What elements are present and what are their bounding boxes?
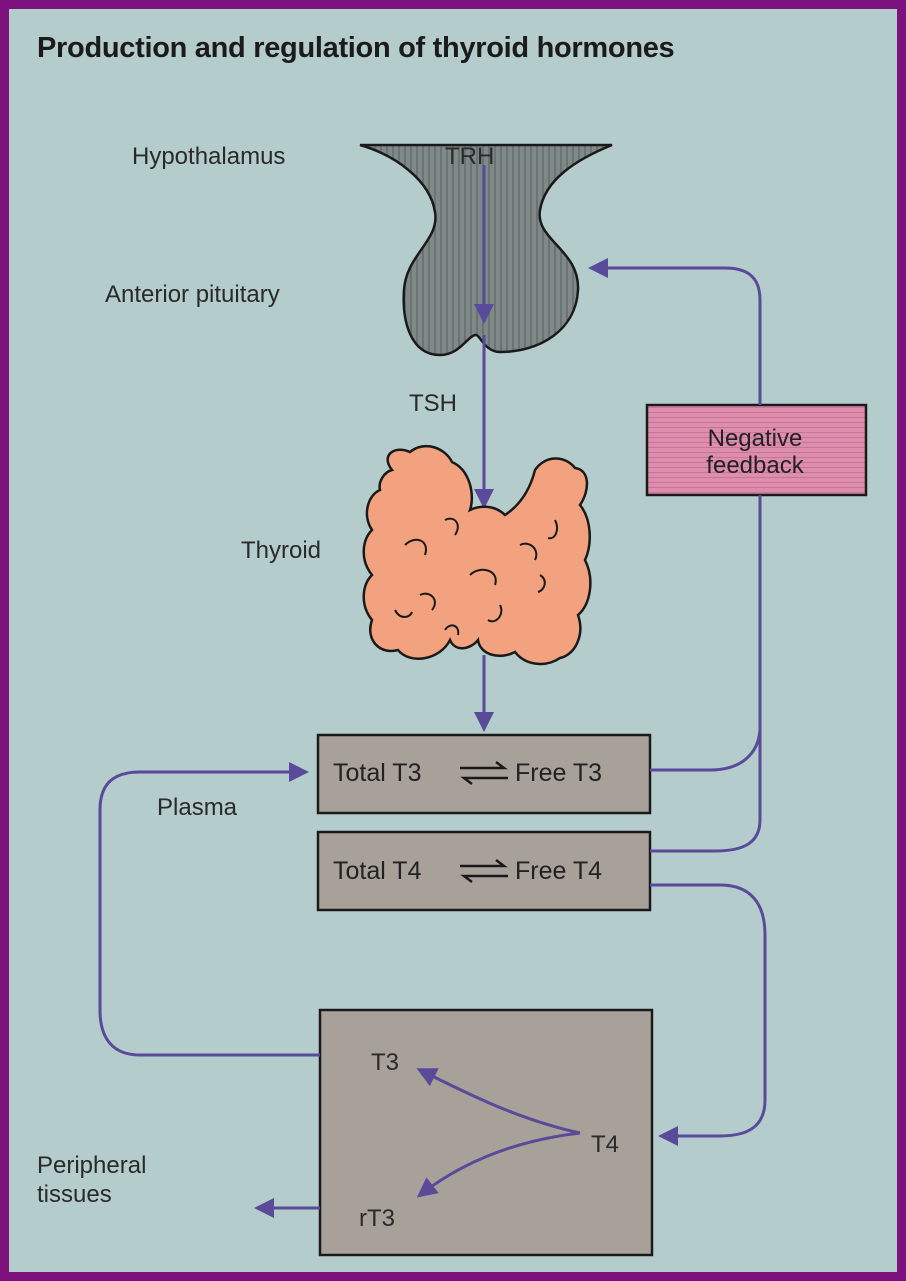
feedback-loop-line — [592, 268, 760, 405]
pituitary-shape — [360, 145, 612, 355]
trh-label: TRH — [445, 143, 494, 171]
diagram-canvas: Production and regulation of thyroid hor… — [9, 9, 897, 1272]
feedback-lower-line — [650, 495, 760, 851]
diagram-graphics — [9, 9, 897, 1272]
peripheral-label-line2: tissues — [37, 1181, 112, 1209]
free-t3-label: Free T3 — [515, 759, 602, 788]
free-t4-label: Free T4 — [515, 857, 602, 886]
t3-feedback-line — [650, 730, 760, 770]
total-t4-label: Total T4 — [333, 857, 421, 886]
page-title: Production and regulation of thyroid hor… — [37, 35, 757, 62]
total-t3-label: Total T3 — [333, 759, 421, 788]
tissue-t3-label: T3 — [371, 1049, 399, 1077]
thyroid-label: Thyroid — [241, 537, 321, 565]
peripheral-label-line1: Peripheral — [37, 1152, 146, 1180]
feedback-label: Negative feedback — [649, 425, 861, 479]
hypothalamus-label: Hypothalamus — [132, 143, 285, 171]
tsh-label: TSH — [409, 390, 457, 418]
feedback-line2: feedback — [649, 452, 861, 479]
tissue-t4-label: T4 — [591, 1131, 619, 1159]
feedback-line1: Negative — [649, 425, 861, 452]
tissue-rt3-label: rT3 — [359, 1205, 395, 1233]
t4-to-tissue-line — [650, 885, 765, 1136]
thyroid-shape — [364, 446, 591, 664]
anterior-pituitary-label: Anterior pituitary — [105, 281, 280, 309]
plasma-label: Plasma — [157, 794, 237, 822]
